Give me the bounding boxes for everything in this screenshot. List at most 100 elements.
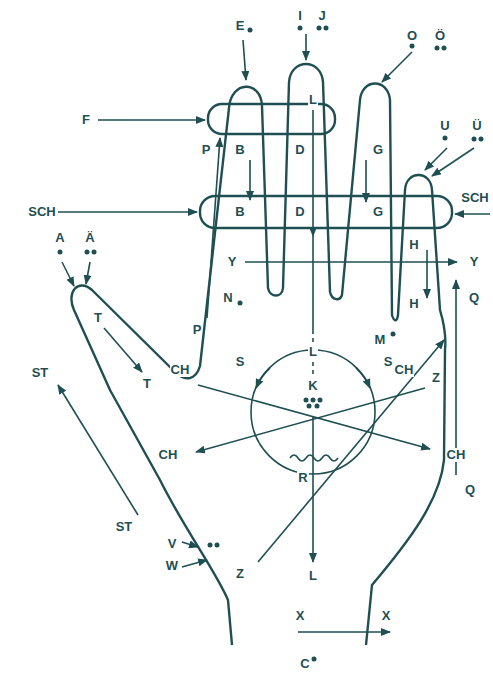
arrow	[58, 211, 197, 213]
letter-label: E	[235, 19, 246, 33]
arrow	[305, 34, 307, 60]
arrow	[62, 262, 74, 286]
arrow	[298, 631, 390, 633]
letter-label: L	[308, 93, 318, 107]
dot	[304, 398, 309, 403]
dot	[58, 250, 63, 255]
letter-label: SCH	[27, 205, 56, 219]
arc-arrow	[256, 368, 270, 388]
letter-label: N	[222, 291, 233, 305]
letter-label: P	[192, 323, 203, 337]
letter-label: K	[307, 379, 318, 393]
dot	[391, 332, 396, 337]
dot	[92, 250, 97, 255]
letter-label: F	[81, 113, 91, 127]
arrow	[104, 328, 142, 372]
dot	[410, 44, 415, 49]
arrow	[198, 385, 430, 449]
letter-label: Y	[227, 255, 238, 269]
letter-label: X	[381, 609, 392, 623]
letter-label: S	[235, 355, 246, 369]
arrow	[249, 160, 251, 200]
letter-label: T	[142, 377, 152, 391]
dot	[435, 46, 440, 51]
arrow	[182, 542, 198, 547]
letter-label: D	[294, 143, 305, 157]
letter-label: B	[234, 205, 245, 219]
letter-label: C	[299, 657, 310, 671]
letter-label: ST	[115, 520, 134, 534]
arrow	[382, 52, 412, 82]
arrow	[432, 148, 474, 176]
arrow	[245, 261, 457, 263]
letter-label: H	[408, 297, 419, 311]
dot	[317, 26, 322, 31]
dot	[248, 28, 253, 33]
letter-label: ST	[31, 366, 50, 380]
dot	[443, 136, 448, 141]
dot	[324, 26, 329, 31]
letter-label: G	[372, 143, 384, 157]
letter-label: J	[317, 9, 326, 23]
dot	[311, 398, 316, 403]
letter-label: R	[297, 471, 308, 485]
dot	[307, 404, 312, 409]
arrow	[243, 40, 246, 80]
letter-label: W	[165, 559, 179, 573]
letter-label: X	[295, 609, 306, 623]
letter-label: I	[297, 9, 303, 23]
dot	[215, 543, 220, 548]
dot	[315, 404, 320, 409]
letter-label: Ö	[434, 29, 446, 43]
letter-label: CH	[446, 448, 467, 462]
letter-label: U	[439, 119, 450, 133]
letter-label: P	[201, 143, 212, 157]
letter-label: Y	[469, 255, 480, 269]
dot	[312, 657, 317, 662]
arrow	[58, 385, 138, 515]
arrow	[426, 250, 428, 298]
dot	[318, 398, 323, 403]
dot	[85, 250, 90, 255]
dot	[479, 137, 484, 142]
arrow	[98, 119, 205, 121]
letter-label: Z	[431, 371, 441, 385]
letter-label: T	[93, 311, 103, 325]
letter-label: Ü	[471, 119, 482, 133]
dot	[238, 301, 243, 306]
letter-label: CH	[158, 448, 179, 462]
letter-label: S	[383, 355, 394, 369]
letter-label: M	[374, 333, 387, 347]
arrow	[312, 416, 314, 562]
letter-label: Z	[235, 567, 245, 581]
dot	[298, 26, 303, 31]
arrow	[207, 138, 220, 318]
letter-label: V	[167, 537, 178, 551]
arrow	[86, 262, 90, 284]
letter-label: L	[308, 569, 318, 583]
letter-label: B	[234, 143, 245, 157]
dot	[208, 543, 213, 548]
arrow	[258, 340, 444, 562]
arrow	[455, 280, 457, 475]
letter-label: Q	[464, 483, 476, 497]
arrow	[196, 388, 425, 452]
letter-label: D	[294, 205, 305, 219]
arrow	[312, 110, 314, 236]
circle	[251, 350, 375, 474]
dot	[472, 137, 477, 142]
arrow	[365, 160, 367, 202]
arrow	[455, 213, 490, 215]
letter-label: SCH	[460, 191, 489, 205]
arc-arrow	[356, 368, 370, 388]
letter-label: Q	[468, 291, 480, 305]
letter-label: G	[372, 205, 384, 219]
arrow	[182, 560, 207, 567]
hand-outline	[71, 64, 445, 645]
line	[312, 236, 314, 330]
arrow	[425, 148, 447, 170]
letter-label: O	[406, 29, 418, 43]
letter-label: A	[54, 231, 65, 245]
